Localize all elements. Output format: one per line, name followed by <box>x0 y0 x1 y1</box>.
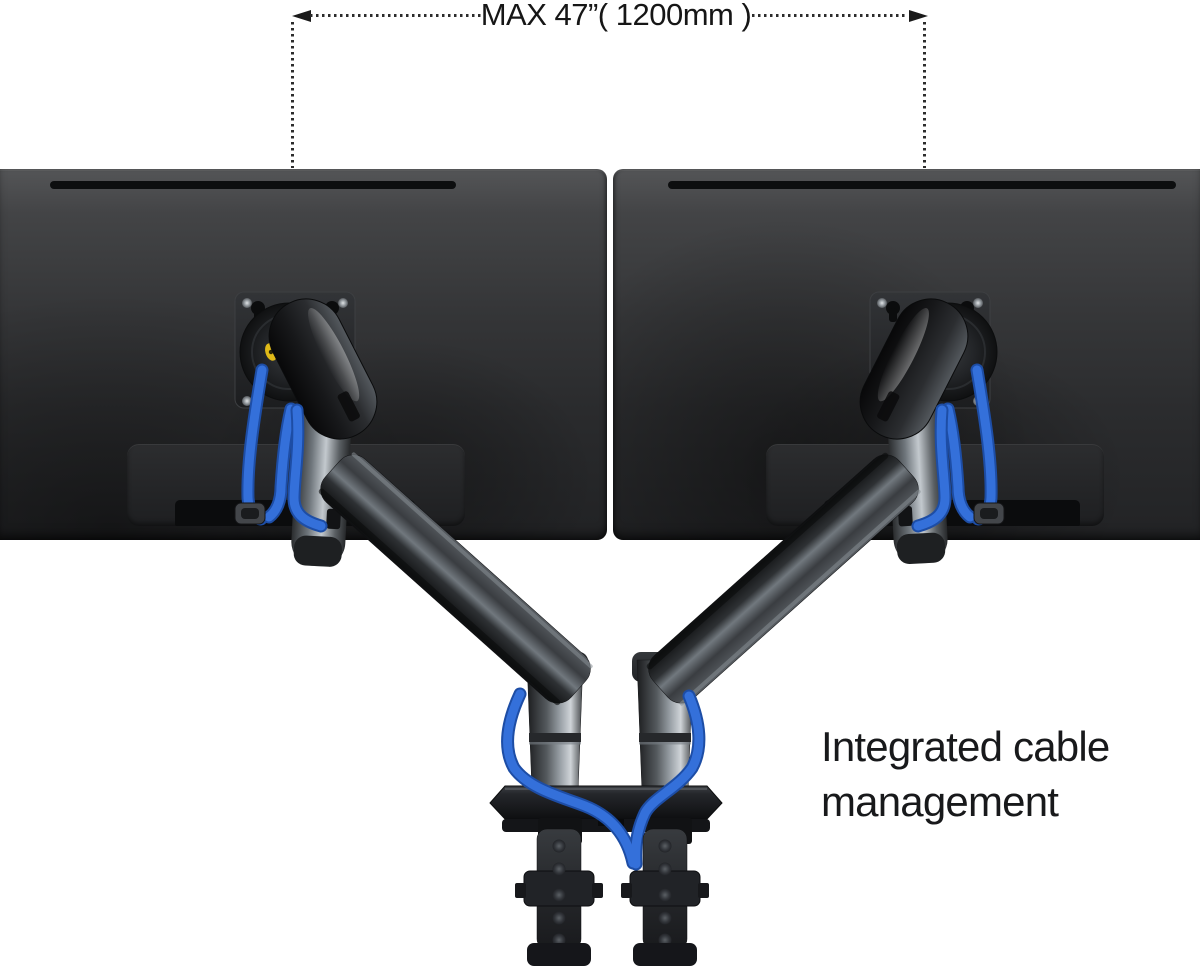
left-arm-beam <box>318 452 593 706</box>
left-vesa-head <box>268 298 378 440</box>
right-cable-grommet <box>973 502 1005 525</box>
right-desk-clamp <box>621 828 709 966</box>
caption-line-2: management <box>821 778 1059 825</box>
caption-line-1: Integrated cable <box>821 723 1110 770</box>
right-arm-beam <box>646 452 921 706</box>
dimension-line-left <box>310 14 482 17</box>
base-cables <box>503 689 704 869</box>
right-monitor-vent-slot <box>668 181 1176 189</box>
left-cable-grommet <box>234 502 266 525</box>
left-desk-clamp <box>515 828 603 966</box>
left-monitor-vent-slot <box>50 181 456 189</box>
caption: Integrated cable management <box>821 719 1110 829</box>
right-vesa-head <box>859 298 969 440</box>
dimension-line-right <box>752 14 908 17</box>
dimension-arrow-right-icon <box>909 10 928 22</box>
dimension-extension-line-right <box>923 22 926 168</box>
dimension-arrow-left-icon <box>292 10 311 22</box>
dimension-extension-line-left <box>291 22 294 168</box>
neck-cables <box>289 405 950 531</box>
dimension-label: MAX 47”( 1200mm ) <box>480 0 752 32</box>
